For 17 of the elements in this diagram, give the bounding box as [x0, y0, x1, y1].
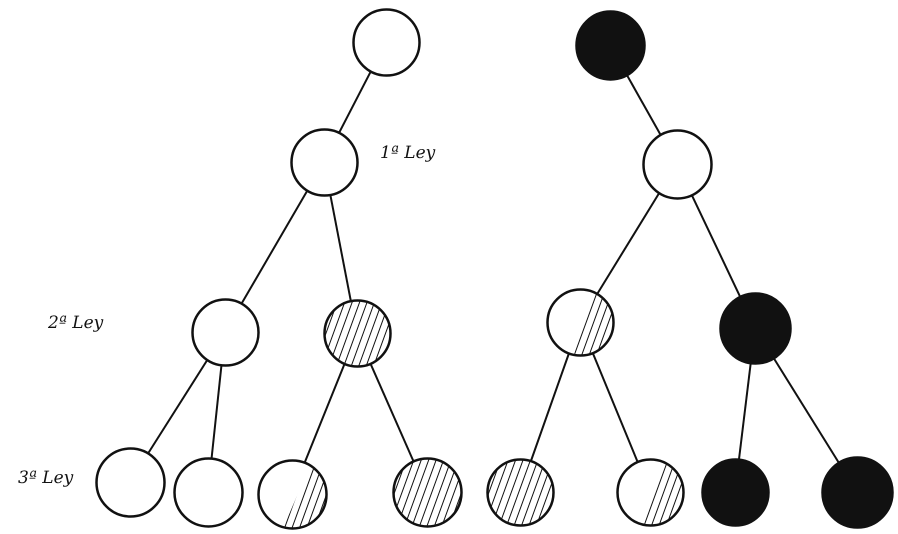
connector-line: [304, 363, 346, 463]
connector-line: [772, 357, 840, 463]
level-label: 3ª Ley: [18, 468, 74, 488]
connector-line: [210, 364, 222, 458]
connector-line: [147, 359, 208, 454]
connector-line: [592, 352, 638, 462]
connector-line: [690, 194, 741, 297]
connector-line: [338, 70, 372, 134]
connector-line: [530, 352, 570, 462]
connector-line: [596, 192, 660, 294]
connector-line: [369, 362, 414, 462]
connector-line: [329, 194, 352, 301]
connector-line: [738, 362, 752, 460]
level-label: 2ª Ley: [48, 313, 104, 333]
connector-line: [240, 190, 308, 304]
level-label: 1ª Ley: [380, 143, 436, 163]
connector-line: [626, 74, 662, 135]
